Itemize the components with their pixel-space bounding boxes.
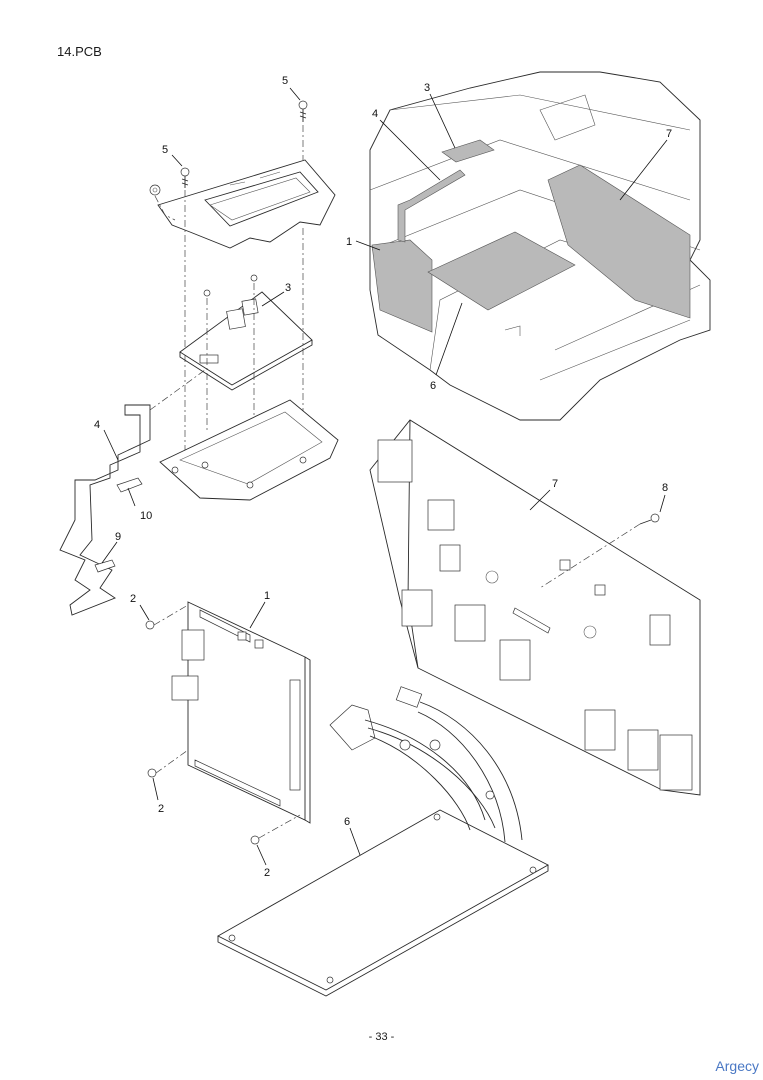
screw-5-left bbox=[180, 167, 190, 188]
callout-4: 4 bbox=[372, 108, 378, 120]
section-title: 14.PCB bbox=[57, 44, 102, 59]
wire-harness bbox=[329, 686, 523, 843]
flat-cable bbox=[59, 369, 206, 616]
callout-2: 2 bbox=[158, 803, 164, 815]
callout-6: 6 bbox=[344, 816, 350, 828]
callout-10: 10 bbox=[140, 510, 152, 522]
shaded-board-1 bbox=[371, 239, 433, 333]
callout-7: 7 bbox=[552, 478, 558, 490]
shaded-cable-4 bbox=[397, 169, 466, 243]
part-9 bbox=[94, 559, 116, 573]
callout-labels: 5 5 3 4 10 9 2 1 2 2 6 3 4 7 1 6 7 8 bbox=[94, 75, 672, 879]
callout-2: 2 bbox=[130, 593, 136, 605]
page-number: - 33 - bbox=[368, 1031, 395, 1043]
callout-3: 3 bbox=[285, 282, 291, 294]
callout-2: 2 bbox=[264, 867, 270, 879]
callout-4: 4 bbox=[94, 419, 100, 431]
callout-leaders bbox=[101, 87, 668, 866]
shaded-board-3 bbox=[441, 139, 495, 163]
shield-cover-plate bbox=[157, 159, 336, 249]
board-1 bbox=[171, 601, 311, 824]
part-10 bbox=[116, 477, 143, 493]
watermark-logo: Argecy bbox=[715, 1058, 759, 1074]
callout-1: 1 bbox=[264, 590, 270, 602]
shaded-board-7 bbox=[547, 164, 691, 319]
callout-1: 1 bbox=[346, 236, 352, 248]
main-pcb-7 bbox=[369, 419, 701, 796]
callout-9: 9 bbox=[115, 531, 121, 543]
callout-5: 5 bbox=[282, 75, 288, 87]
callout-6: 6 bbox=[430, 380, 436, 392]
power-supply-board bbox=[217, 809, 549, 997]
main-pcb-assembly bbox=[179, 274, 313, 391]
callout-8: 8 bbox=[662, 482, 668, 494]
shaded-board-6 bbox=[427, 231, 576, 311]
callout-7: 7 bbox=[666, 128, 672, 140]
screw-5-top bbox=[298, 100, 308, 122]
callout-3: 3 bbox=[424, 82, 430, 94]
screw-8 bbox=[639, 513, 660, 525]
screw-washer bbox=[149, 184, 161, 196]
board-tray bbox=[159, 399, 339, 501]
callout-5: 5 bbox=[162, 144, 168, 156]
